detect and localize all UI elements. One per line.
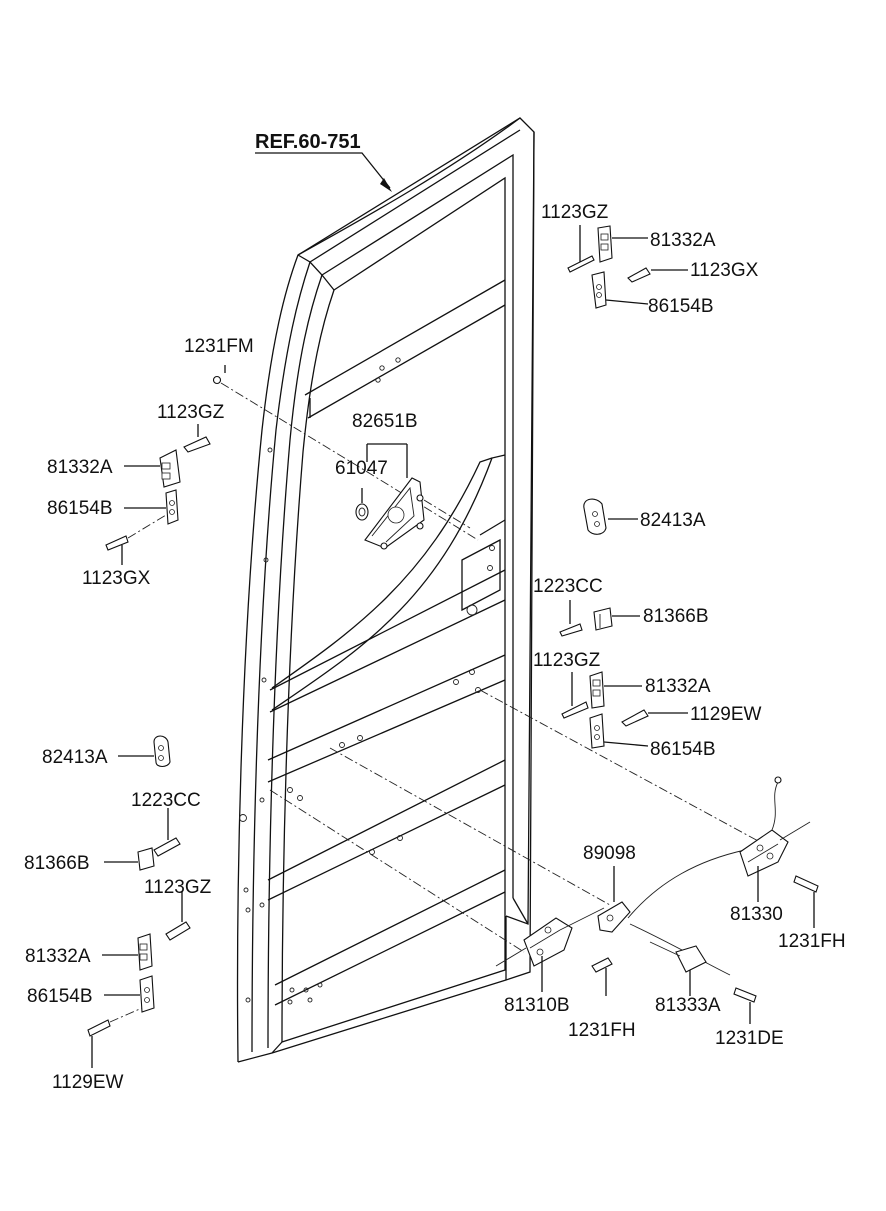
upper-right-hinge-group <box>567 225 688 309</box>
part-label: 1223CC <box>131 790 201 811</box>
part-label: 81332A <box>25 946 91 967</box>
part-label: 1129EW <box>52 1072 124 1093</box>
lower-right-hinge-group <box>561 671 688 749</box>
part-label: 82413A <box>42 747 108 768</box>
part-label: 81332A <box>47 457 113 478</box>
part-label: 82651B <box>352 411 418 432</box>
part-label: 1123GZ <box>144 877 212 898</box>
part-label: 81310B <box>504 995 570 1016</box>
part-label: 82413A <box>640 510 706 531</box>
part-label: 1223CC <box>533 576 603 597</box>
part-label: 81366B <box>24 853 90 874</box>
part-label: 1123GX <box>690 260 759 281</box>
part-label: 81333A <box>655 995 721 1016</box>
part-label: 89098 <box>583 843 636 864</box>
part-label: 81332A <box>645 676 711 697</box>
part-label: 81332A <box>650 230 716 251</box>
part-label: 1231FH <box>778 931 846 952</box>
part-label: 1231FM <box>184 336 254 357</box>
part-label: 81366B <box>643 606 709 627</box>
part-labels: 1123GZ 81332A 1123GX 86154B 1231FM 1123G… <box>24 202 846 1093</box>
part-label: 1231DE <box>715 1028 784 1049</box>
right-stopper-group <box>559 600 640 637</box>
reference-label: REF.60-751 <box>255 131 361 153</box>
part-label: 81330 <box>730 904 783 925</box>
part-label: 61047 <box>335 458 388 479</box>
reference-callout: REF.60-751 <box>255 131 392 192</box>
part-label: 86154B <box>47 498 113 519</box>
part-label: 1123GZ <box>541 202 609 223</box>
part-label: 1123GX <box>82 568 151 589</box>
door-frame <box>236 117 535 1063</box>
part-label: 86154B <box>27 986 93 1007</box>
part-label: 1123GZ <box>157 402 225 423</box>
part-label: 1231FH <box>568 1020 636 1041</box>
part-label: 86154B <box>650 739 716 760</box>
lower-left-hinge-group <box>87 735 191 1068</box>
part-label: 1129EW <box>690 704 762 725</box>
right-bumper-82413A <box>583 498 638 535</box>
latch-assemblies <box>269 689 819 1024</box>
outside-handle-group <box>355 443 471 550</box>
part-label: 86154B <box>648 296 714 317</box>
part-label: 1123GZ <box>533 650 601 671</box>
upper-left-hinge-group <box>105 365 479 565</box>
